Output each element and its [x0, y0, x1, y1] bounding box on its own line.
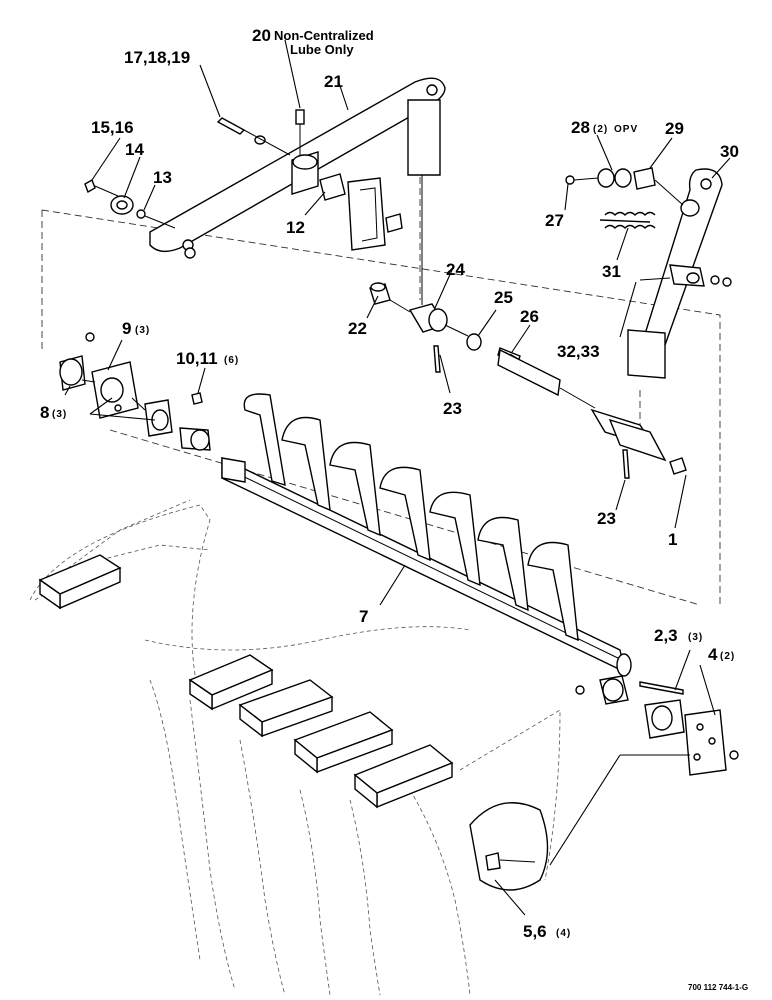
callout-7: 7 [359, 607, 368, 626]
callout-28-qty: (2) [593, 124, 608, 135]
callout-labels: 17,18,19 20 Non-Centralized Lube Only 21… [40, 26, 748, 992]
callout-1: 1 [668, 530, 677, 549]
callout-30: 30 [720, 142, 739, 161]
callout-8-qty: (3) [52, 409, 67, 420]
callout-2-3-qty: (3) [688, 632, 703, 643]
callout-15-16: 15,16 [91, 118, 134, 137]
callout-27: 27 [545, 211, 564, 230]
leader-lines [64, 39, 731, 916]
stripper-rod-7 [221, 393, 632, 677]
callout-9-qty: (3) [135, 325, 150, 336]
callout-26: 26 [520, 307, 539, 326]
hopper-panels-ghost [29, 499, 561, 996]
figure-number: 700 112 744-1-G [688, 983, 748, 992]
callout-5-6-qty: (4) [556, 928, 571, 939]
callout-28: 28 [571, 118, 590, 137]
callout-31: 31 [602, 262, 621, 281]
callout-8: 8 [40, 403, 49, 422]
callout-22: 22 [348, 319, 367, 338]
callout-10-11-qty: (6) [224, 355, 239, 366]
callout-20-note-line1: Non-Centralized [274, 28, 374, 43]
arm-left-hardware [84, 117, 291, 229]
callout-4-qty: (2) [720, 651, 735, 662]
callout-17-18-19: 17,18,19 [124, 48, 190, 67]
callout-32-33: 32,33 [557, 342, 600, 361]
slide-boxes [38, 554, 454, 809]
callout-24: 24 [446, 260, 465, 279]
callout-14: 14 [125, 140, 144, 159]
right-bearing-assembly [469, 675, 739, 891]
callout-12: 12 [286, 218, 305, 237]
callout-20: 20 [252, 26, 271, 45]
lever-assembly [565, 167, 732, 379]
link-rod-assembly [369, 175, 687, 479]
callout-10-11: 10,11 [176, 349, 218, 368]
arm-21 [149, 77, 446, 259]
callout-23-lower: 23 [597, 509, 616, 528]
callout-9: 9 [122, 319, 131, 338]
callout-20-note-line2: Lube Only [290, 42, 354, 57]
callout-21: 21 [324, 72, 343, 91]
callout-25: 25 [494, 288, 513, 307]
callout-29: 29 [665, 119, 684, 138]
left-bearing-assembly [59, 332, 211, 451]
callout-23-upper: 23 [443, 399, 462, 418]
callout-2-3: 2,3 [654, 626, 678, 645]
callout-4: 4 [708, 645, 718, 664]
callout-5-6: 5,6 [523, 922, 547, 941]
callout-13: 13 [153, 168, 172, 187]
callout-28-suffix: OPV [614, 124, 638, 135]
